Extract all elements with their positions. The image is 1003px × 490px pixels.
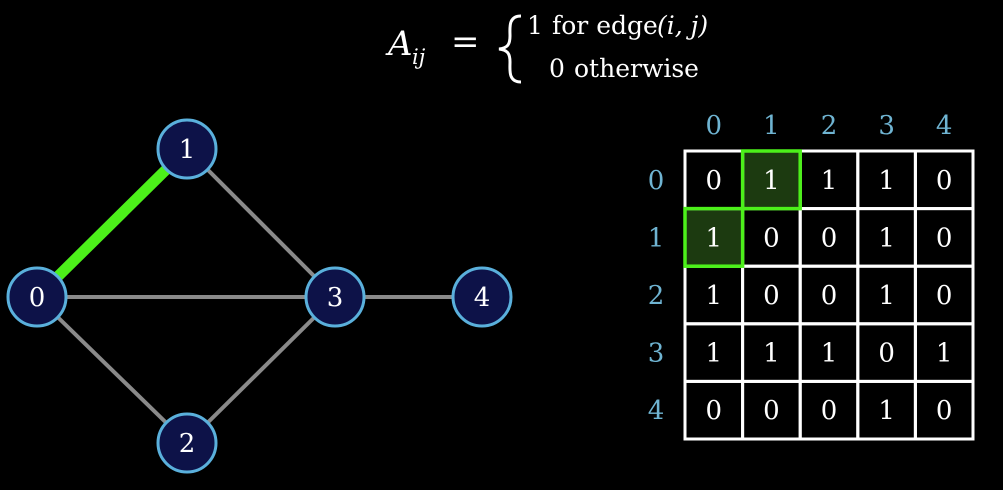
highlight-border-0-1 (740, 149, 802, 211)
matrix-cell-0-2: 1 (821, 166, 838, 196)
node-circle (156, 118, 218, 180)
edge-2-3 (185, 295, 337, 445)
matrix-highlights (685, 151, 801, 267)
node-circle (304, 266, 366, 328)
node-1: 1 (156, 118, 218, 180)
column-label-0: 0 (706, 111, 723, 141)
highlight-border-1-0 (683, 206, 745, 268)
edge-0-2 (35, 295, 189, 445)
matrix-cell-2-1: 0 (763, 281, 780, 311)
node-circle (6, 266, 68, 328)
node-circle (156, 412, 218, 474)
graph-edges (33, 145, 482, 445)
node-0: 0 (6, 266, 68, 328)
matrix-cell-1-1: 0 (763, 223, 780, 253)
node-label: 4 (474, 283, 491, 313)
column-label-4: 4 (936, 111, 953, 141)
matrix-cell-0-3: 1 (878, 166, 895, 196)
column-label-2: 2 (821, 111, 838, 141)
row-label-1: 1 (648, 223, 665, 253)
node-2: 2 (156, 412, 218, 474)
graph-nodes: 0 1 2 3 4 (6, 118, 513, 474)
formula-symbol: A (385, 24, 413, 64)
matrix-cell-2-3: 1 (878, 281, 895, 311)
column-label-1: 1 (763, 111, 780, 141)
matrix-row-labels: 0 1 2 3 4 (648, 166, 665, 426)
matrix-cell-1-4: 0 (936, 223, 953, 253)
formula-brace (498, 14, 522, 84)
node-3: 3 (304, 266, 366, 328)
row-label-3: 3 (648, 339, 665, 369)
formula-subscript: ij (412, 45, 426, 69)
formula-case1-text: for edge (552, 11, 658, 40)
formula-case2-value: 0 (549, 54, 565, 83)
matrix-cell-1-3: 1 (878, 223, 895, 253)
formula-case2-text: otherwise (574, 54, 699, 83)
matrix-cell-4-0: 0 (706, 396, 723, 426)
matrix-cell-1-2: 0 (821, 223, 838, 253)
matrix-cell-4-4: 0 (936, 396, 953, 426)
formula-case1-value: 1 (527, 11, 543, 40)
node-circle (451, 266, 513, 328)
matrix-cell-0-1: 1 (763, 166, 780, 196)
node-label: 0 (29, 283, 46, 313)
formula-equals: = (451, 22, 480, 62)
matrix-cell-2-4: 0 (936, 281, 953, 311)
row-label-4: 4 (648, 396, 665, 426)
matrix-column-labels: 0 1 2 3 4 (706, 111, 953, 141)
highlight-fill-1-0 (685, 208, 743, 267)
matrix-cell-2-0: 1 (706, 281, 723, 311)
node-label: 1 (179, 135, 196, 165)
matrix-cell-1-0: 1 (706, 223, 723, 253)
grid-cell-4-4 (913, 379, 975, 441)
formula: A ij = 1 for edge (i, j) 0 otherwise (385, 11, 708, 84)
formula-case1-pair: (i, j) (657, 11, 708, 40)
matrix-cell-0-0: 0 (706, 166, 723, 196)
matrix-cell-4-3: 1 (878, 396, 895, 426)
matrix-cell-3-0: 1 (706, 339, 723, 369)
matrix-cell-3-1: 1 (763, 339, 780, 369)
matrix-cell-0-4: 0 (936, 166, 953, 196)
matrix-grid (683, 149, 975, 441)
edge-1-3 (185, 147, 337, 299)
row-label-2: 2 (648, 281, 665, 311)
matrix-cells: 0 1 1 1 0 1 0 0 1 0 1 0 0 1 0 1 1 1 0 1 0 0 0 1 0 (706, 166, 953, 426)
node-4: 4 (451, 266, 513, 328)
row-label-0: 0 (648, 166, 665, 196)
matrix-cell-3-3: 0 (878, 339, 895, 369)
node-label: 2 (179, 429, 196, 459)
adjacency-matrix: 0 1 1 1 0 1 0 0 1 0 1 0 0 1 0 1 1 1 0 1 0 0 0 1 0 0 1 2 3 4 0 1 2 3 4 (648, 111, 975, 441)
matrix-cell-4-1: 0 (763, 396, 780, 426)
node-label: 3 (327, 283, 344, 313)
highlight-fill-0-1 (742, 151, 801, 209)
matrix-cell-4-2: 0 (821, 396, 838, 426)
matrix-cell-3-2: 1 (821, 339, 838, 369)
column-label-3: 3 (878, 111, 895, 141)
matrix-cell-2-2: 0 (821, 281, 838, 311)
matrix-cell-3-4: 1 (936, 339, 953, 369)
edge-0-1 (33, 145, 191, 301)
